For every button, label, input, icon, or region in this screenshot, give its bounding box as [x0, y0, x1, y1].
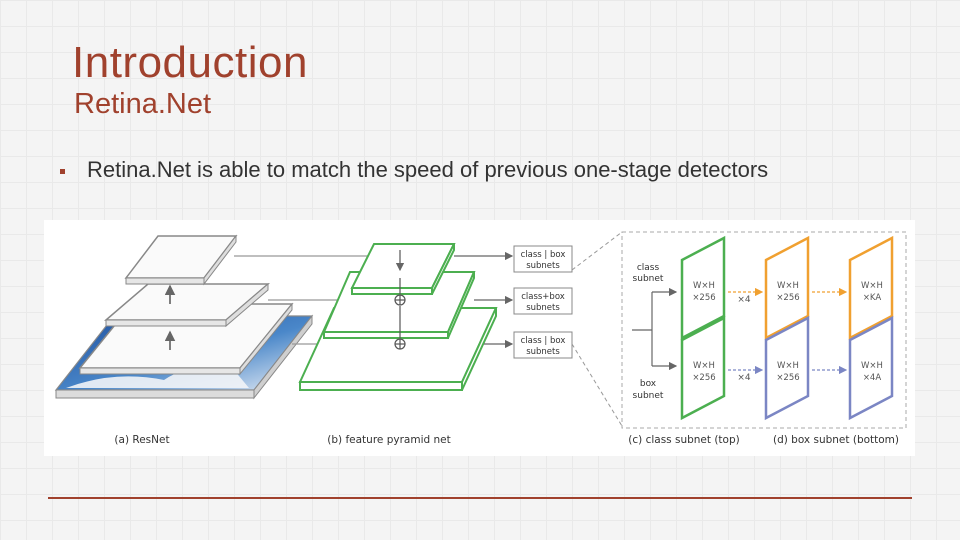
caption-box-subnet: (d) box subnet (bottom) — [773, 434, 899, 446]
class-input-block: W×H ×256 — [680, 235, 726, 341]
subnet-box-mid: class+box subnets — [513, 287, 573, 315]
svg-text:×256: ×256 — [776, 293, 799, 303]
resnet-stack — [54, 234, 314, 400]
svg-text:×4A: ×4A — [863, 373, 882, 383]
svg-text:W×H: W×H — [777, 361, 799, 371]
subnet-box-top: class | box subnets — [513, 245, 573, 273]
svg-text:×256: ×256 — [692, 293, 715, 303]
class-hidden-block: W×H ×256 — [764, 235, 810, 341]
svg-text:W×H: W×H — [861, 281, 883, 291]
svg-text:subnets: subnets — [526, 303, 560, 313]
svg-text:subnets: subnets — [526, 347, 560, 357]
svg-text:subnet: subnet — [633, 274, 664, 284]
svg-text:×256: ×256 — [692, 373, 715, 383]
bullet-item: Retina.Net is able to match the speed of… — [60, 157, 768, 183]
svg-text:×KA: ×KA — [863, 293, 882, 303]
svg-text:×256: ×256 — [776, 373, 799, 383]
class-repeat-label: ×4 — [737, 295, 751, 305]
svg-text:W×H: W×H — [777, 281, 799, 291]
slide-subtitle: Retina.Net — [74, 88, 212, 120]
bottom-divider — [48, 497, 912, 499]
class-output-block: W×H ×KA — [848, 235, 894, 341]
svg-text:class+box: class+box — [521, 292, 565, 302]
fpn-stack — [298, 243, 498, 391]
caption-class-subnet: (c) class subnet (top) — [628, 434, 739, 446]
bullet-text: Retina.Net is able to match the speed of… — [87, 157, 769, 182]
svg-text:W×H: W×H — [861, 361, 883, 371]
svg-text:W×H: W×H — [693, 361, 715, 371]
class-subnet-label: class — [637, 263, 660, 273]
svg-text:class | box: class | box — [521, 336, 566, 346]
caption-fpn: (b) feature pyramid net — [327, 434, 450, 446]
svg-text:class | box: class | box — [521, 250, 566, 260]
caption-resnet: (a) ResNet — [114, 434, 169, 446]
retinanet-figure: class | box subnets class+box subnets cl… — [44, 220, 915, 456]
box-repeat-label: ×4 — [737, 373, 751, 383]
bullet-marker-icon — [60, 168, 65, 174]
svg-text:subnet: subnet — [633, 391, 664, 401]
box-output-block: W×H ×4A — [848, 315, 894, 421]
box-hidden-block: W×H ×256 — [764, 315, 810, 421]
svg-text:subnets: subnets — [526, 261, 560, 271]
box-subnet-label: box — [640, 379, 657, 389]
svg-text:W×H: W×H — [693, 281, 715, 291]
slide-title: Introduction — [72, 38, 308, 87]
subnet-box-bottom: class | box subnets — [513, 331, 573, 359]
box-input-block: W×H ×256 — [680, 315, 726, 421]
